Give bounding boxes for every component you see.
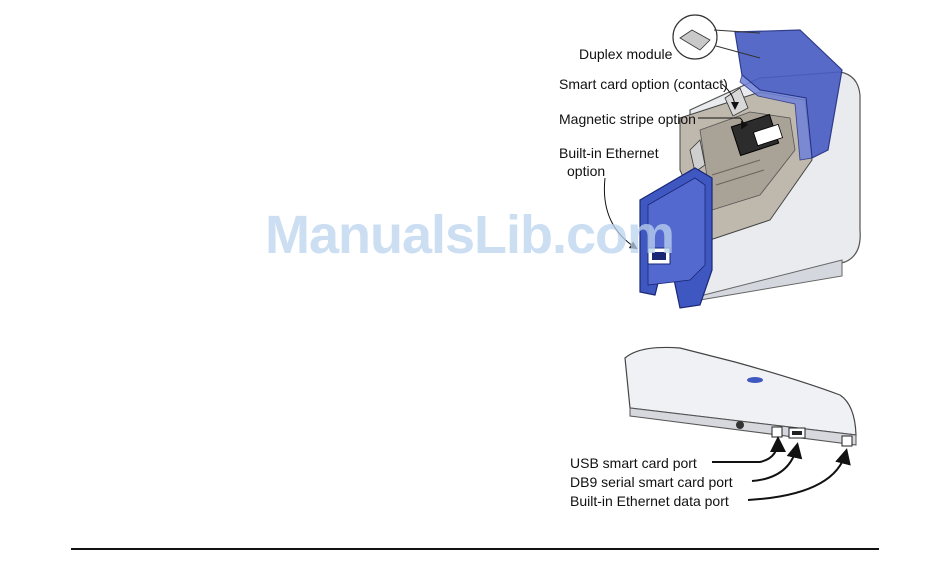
usb-port-label: USB smart card port: [570, 455, 697, 472]
smart-card-contact-label: Smart card option (contact): [559, 76, 728, 93]
footer-rule: [71, 548, 879, 550]
watermark: ManualsLib.com: [265, 204, 674, 266]
db9-port-label: DB9 serial smart card port: [570, 474, 733, 491]
ethernet-option-label-line1: Built-in Ethernet: [559, 145, 659, 162]
ethernet-option-label-line2: option: [567, 163, 605, 180]
ethernet-port-label: Built-in Ethernet data port: [570, 493, 729, 510]
duplex-module-label: Duplex module: [579, 46, 672, 63]
magnetic-stripe-label: Magnetic stripe option: [559, 111, 696, 128]
